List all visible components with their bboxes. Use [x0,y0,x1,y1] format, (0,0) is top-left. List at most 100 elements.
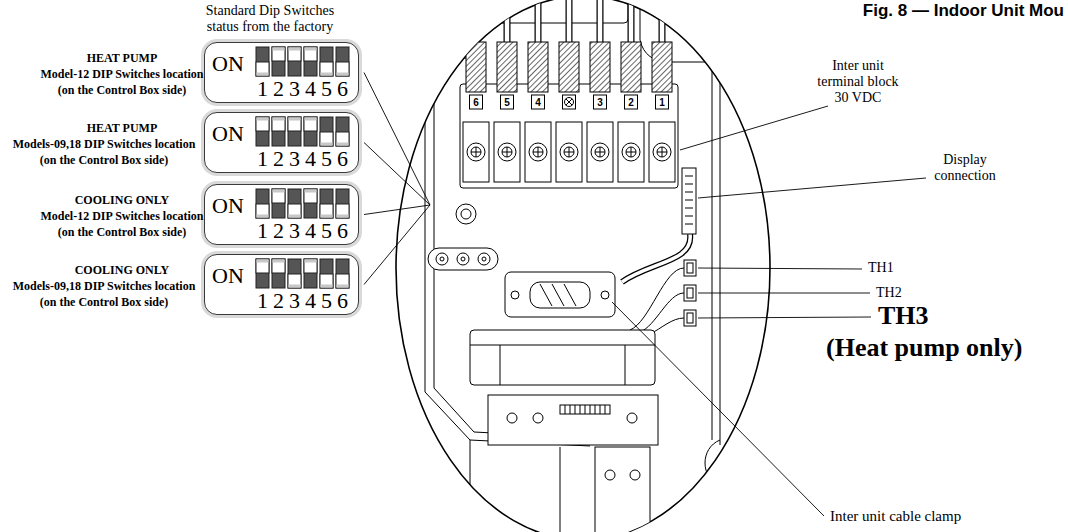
hole-bar [478,253,490,265]
indoor-unit-drawing [705,440,720,486]
cable-clamp [601,291,609,299]
dip-switch [288,189,301,218]
switch-numbers: 123456 [257,148,353,170]
model-note: Model-12 DIP Switches location (on the C… [38,66,206,98]
switch-toggle [336,132,349,146]
cable-clamp [530,282,590,308]
switch-toggle [288,204,301,218]
switch-slot [336,189,349,218]
ground-symbol [566,99,572,105]
terminal-screw [560,143,578,161]
switch-on-label: ON [212,264,244,288]
model-note: Models-09,18 DIP Switches location (on t… [7,278,201,310]
switch-toggle-face [305,118,317,121]
pcb [560,405,610,414]
part-label: Display connection [920,152,1010,184]
switch-toggle [288,47,301,61]
dip-switch [256,47,269,76]
wire-clamp [528,42,548,92]
switch-toggle-face [321,285,333,288]
terminal-number-box [470,95,483,109]
thermistor-connector [687,288,693,298]
switch-slot [320,189,333,218]
switch-numbers: 123456 [257,220,353,242]
terminal-screw [564,147,574,157]
cable [597,0,604,44]
switch-toggle-face [321,215,333,218]
pcb [488,395,658,445]
leader-line [364,143,430,206]
switch-toggle-face [289,118,301,121]
switch-on-label: ON [212,122,244,146]
terminal-screw [626,147,636,157]
cable-clamp [511,291,519,299]
terminal-screw [653,143,671,161]
cable [535,0,542,44]
dip-switch [272,259,285,288]
pcb [627,413,637,423]
switch-toggle [272,259,285,273]
switch-slot [288,47,301,76]
display-module [605,470,615,480]
dip-switch [256,259,269,288]
cable [629,0,634,44]
terminal-number: 2 [625,96,638,109]
cable [505,0,510,44]
switch-toggle-face [337,215,349,218]
dip-switch [304,189,317,218]
display-module [595,447,650,532]
switch-slot [304,189,317,218]
cable [474,0,479,44]
wire-clamp [466,42,672,92]
magnifier-circle [396,0,770,532]
dip-switch-panel: ON123456 [204,42,359,103]
switch-toggle-face [321,143,333,146]
terminal-screw [471,147,481,157]
switch-toggle-face [289,215,301,218]
display-connector [685,176,693,224]
cable [504,0,511,44]
display-connector [682,168,696,234]
terminal-screw [463,122,489,182]
switch-slot [256,189,269,218]
control-body [470,330,655,385]
cable [566,0,573,44]
pcb [507,413,517,423]
terminal-number: 3 [594,96,607,109]
terminal-screw [649,122,675,182]
terminal-screw [587,122,613,182]
switch-toggle [256,259,269,273]
wire-clamp [652,42,672,92]
terminal-number-box [563,95,576,109]
dip-switch [256,117,269,146]
leader-line [364,205,430,285]
switch-toggle [304,47,317,61]
wire-clamp [590,42,610,92]
wire-clamp [559,42,579,92]
switch-toggle-face [257,73,269,76]
switch-toggle [256,204,269,218]
pcb [533,413,543,423]
switch-toggle [256,117,269,131]
connector-label: TH1 [868,260,894,276]
terminal-screw [463,122,675,182]
terminal-screw [502,147,512,157]
display-module [470,440,560,532]
dip-switch-panel: ON123456 [204,184,359,245]
pcb [565,405,605,414]
terminal-screw [467,143,485,161]
switch-slot [320,259,333,288]
connector-label: TH2 [876,285,902,301]
dip-switch [320,47,333,76]
indoor-unit-drawing [415,0,720,532]
switch-toggle [272,117,285,131]
pcb [488,395,658,445]
terminal-screw [595,147,605,157]
switch-toggle [320,132,333,146]
switch-slot [288,259,301,288]
display-module [470,440,650,532]
indoor-unit-drawing [460,84,678,188]
switch-toggle [304,189,317,203]
dip-switch [288,47,301,76]
dip-switch [272,117,285,146]
